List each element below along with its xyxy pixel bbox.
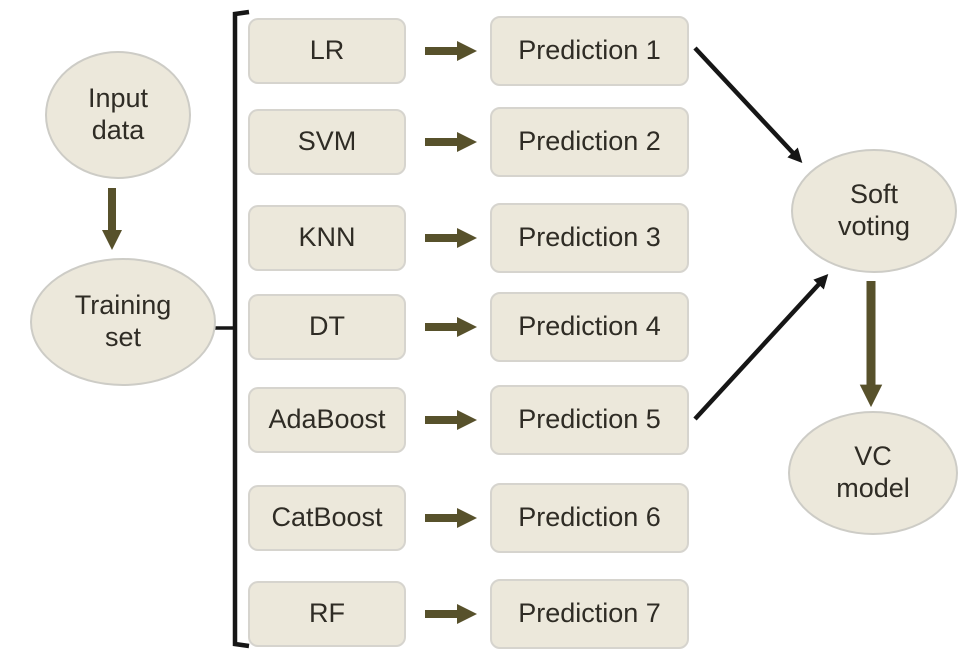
model-box-rf: RF — [248, 581, 406, 647]
model-box-lr: LR — [248, 18, 406, 84]
prediction-box-6: Prediction 6 — [490, 483, 689, 553]
training-set-node: Training set — [30, 258, 216, 386]
prediction-box-4: Prediction 4 — [490, 292, 689, 362]
model-box-svm: SVM — [248, 109, 406, 175]
prediction-5-to-voting-arrow — [693, 273, 829, 421]
soft-voting-label: Soft voting — [837, 179, 911, 241]
bracket — [232, 9, 250, 649]
model-box-catboost: CatBoost — [248, 485, 406, 551]
prediction-box-5: Prediction 5 — [490, 385, 689, 455]
prediction-box-3: Prediction 3 — [490, 203, 689, 273]
model-box-dt: DT — [248, 294, 406, 360]
input-data-label: Input data — [87, 83, 149, 145]
prediction-box-2: Prediction 2 — [490, 107, 689, 177]
training-set-label: Training set — [74, 290, 172, 352]
vc-model-label: VC model — [836, 441, 910, 503]
model-box-adaboost: AdaBoost — [248, 387, 406, 453]
soft-voting-node: Soft voting — [791, 149, 957, 273]
model-box-knn: KNN — [248, 205, 406, 271]
prediction-box-7: Prediction 7 — [490, 579, 689, 649]
vc-model-node: VC model — [788, 411, 958, 535]
prediction-1-to-voting-arrow — [693, 46, 803, 163]
prediction-box-1: Prediction 1 — [490, 16, 689, 86]
input-data-node: Input data — [45, 51, 191, 179]
